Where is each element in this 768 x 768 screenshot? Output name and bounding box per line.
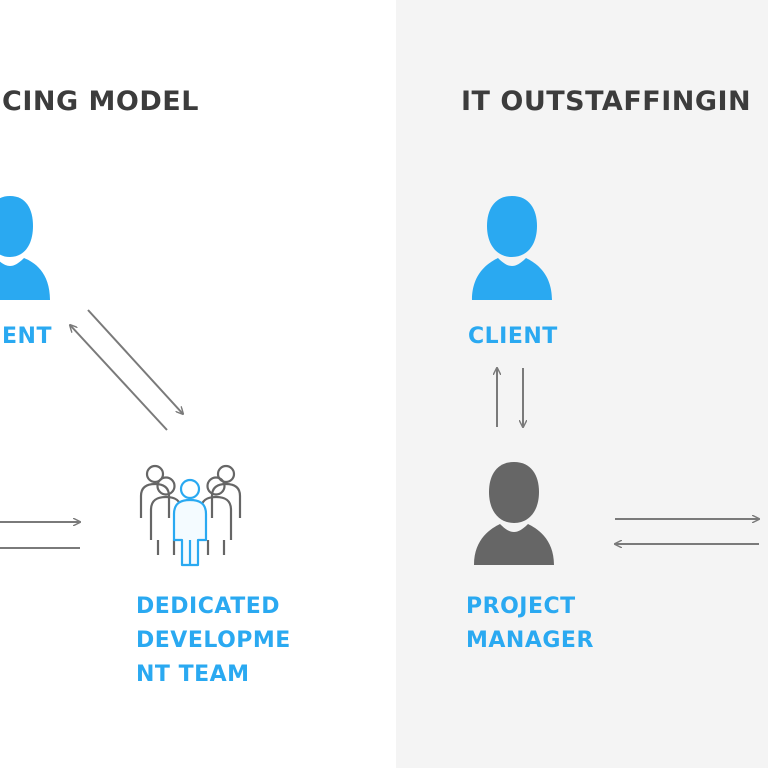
manager-label-line-1: PROJECT — [466, 594, 576, 619]
team-label-line-2: DEVELOPME — [136, 628, 291, 653]
outstaffing-model-title: IT OUTSTAFFINGIN — [461, 86, 752, 117]
outsourcing-model-title: CING MODEL — [2, 86, 199, 117]
left-client-person-icon — [0, 196, 50, 300]
outstaffing-model-panel — [396, 0, 768, 768]
team-label-line-3: NT TEAM — [136, 662, 250, 687]
right-client-person-icon — [472, 196, 552, 300]
arrow-client-to-team — [87, 309, 183, 414]
team-group-icon — [139, 464, 242, 567]
right-client-label: CLIENT — [468, 324, 558, 349]
project-manager-icon — [474, 462, 554, 565]
team-label-line-1: DEDICATED — [136, 594, 280, 619]
outsourcing-model-panel — [0, 0, 396, 768]
left-client-label: ENT — [2, 324, 52, 349]
arrow-team-to-client — [70, 325, 168, 431]
manager-label-line-2: MANAGER — [466, 628, 594, 653]
arrows — [0, 309, 759, 549]
